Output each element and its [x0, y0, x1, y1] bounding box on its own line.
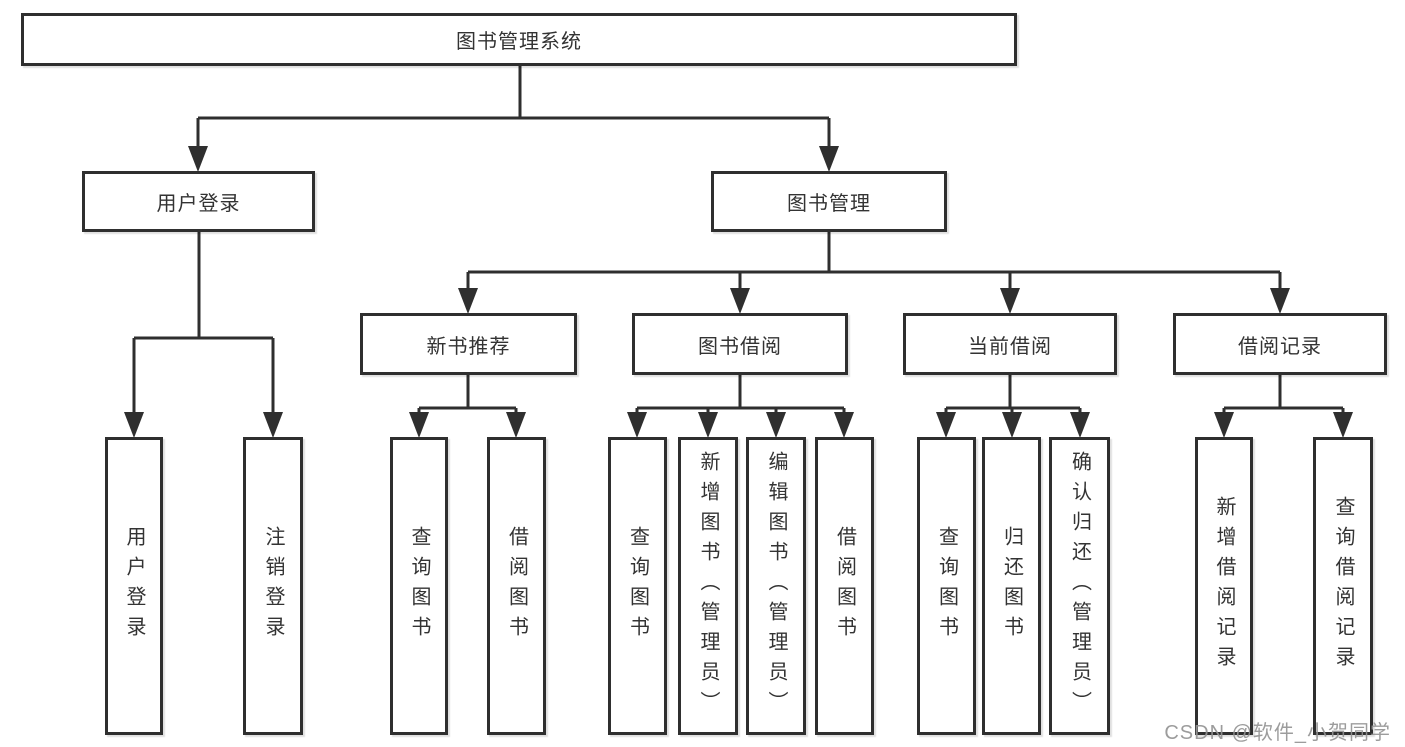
node-label: 当前借阅	[968, 335, 1052, 358]
node-label: 借阅记录	[1238, 335, 1322, 358]
node-leaf-add-books-admin: 新增图书（管理员）	[678, 437, 738, 735]
node-leaf-query-books-3: 查询图书	[917, 437, 976, 735]
node-label: 归还图书	[1000, 526, 1023, 646]
node-label: 确认归还（管理员）	[1068, 451, 1091, 721]
node-leaf-logout: 注销登录	[243, 437, 303, 735]
node-leaf-user-login: 用户登录	[105, 437, 163, 735]
node-leaf-query-books-2: 查询图书	[608, 437, 667, 735]
node-leaf-edit-books-admin: 编辑图书（管理员）	[746, 437, 806, 735]
node-leaf-return-books: 归还图书	[982, 437, 1041, 735]
node-label: 注销登录	[262, 526, 284, 646]
node-leaf-add-borrow-record: 新增借阅记录	[1195, 437, 1253, 735]
node-label: 用户登录	[156, 193, 241, 215]
node-book-borrow: 图书借阅	[632, 313, 848, 375]
node-label: 借阅图书	[833, 526, 856, 646]
node-label: 新增借阅记录	[1213, 496, 1235, 676]
arrowheads	[124, 146, 1353, 438]
node-label: 查询图书	[935, 526, 958, 646]
csdn-watermark: CSDN @软件_小贺同学	[1164, 722, 1391, 744]
node-label: 借阅图书	[505, 526, 528, 646]
node-current-borrow: 当前借阅	[903, 313, 1117, 375]
node-leaf-query-books-1: 查询图书	[390, 437, 448, 735]
node-new-book-recommend: 新书推荐	[360, 313, 577, 375]
node-leaf-borrow-books-2: 借阅图书	[815, 437, 874, 735]
node-label: 图书借阅	[698, 335, 782, 358]
node-leaf-borrow-books-1: 借阅图书	[487, 437, 546, 735]
node-label: 图书管理系统	[456, 31, 582, 53]
node-user-login-group: 用户登录	[82, 171, 315, 232]
node-label: 编辑图书（管理员）	[765, 451, 787, 721]
node-label: 新书推荐	[426, 335, 511, 358]
node-label: 查询图书	[626, 526, 649, 646]
node-label: 新增图书（管理员）	[697, 451, 719, 721]
node-label: 用户登录	[123, 526, 145, 646]
node-label: 图书管理	[787, 193, 871, 215]
node-book-management: 图书管理	[711, 171, 947, 232]
node-leaf-confirm-return-admin: 确认归还（管理员）	[1049, 437, 1110, 735]
node-system-root: 图书管理系统	[21, 13, 1017, 66]
node-label: 查询图书	[408, 526, 430, 646]
node-label: 查询借阅记录	[1332, 496, 1354, 676]
node-borrow-records: 借阅记录	[1173, 313, 1387, 375]
node-leaf-query-borrow-record: 查询借阅记录	[1313, 437, 1373, 735]
